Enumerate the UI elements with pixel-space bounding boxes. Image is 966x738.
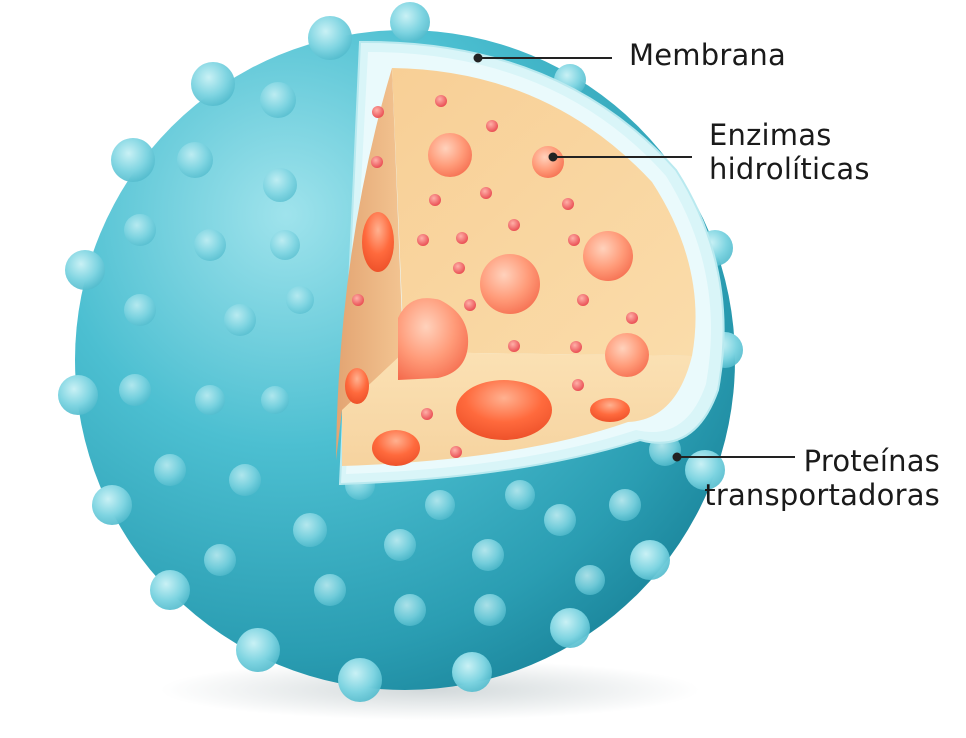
enzymes-large [398,133,649,380]
ground-shadow [160,660,700,720]
membrane-bumps [58,2,743,702]
lumen-back-wall [392,68,696,356]
leader-lines [473,53,795,462]
enzymes-small-dots [352,95,638,458]
enzymes-label: Enzimas hidrolíticas [709,118,870,186]
transport-proteins-label: Proteínas transportadoras [704,444,940,512]
enzymes-red [345,212,630,466]
membrane-label: Membrana [629,38,786,72]
